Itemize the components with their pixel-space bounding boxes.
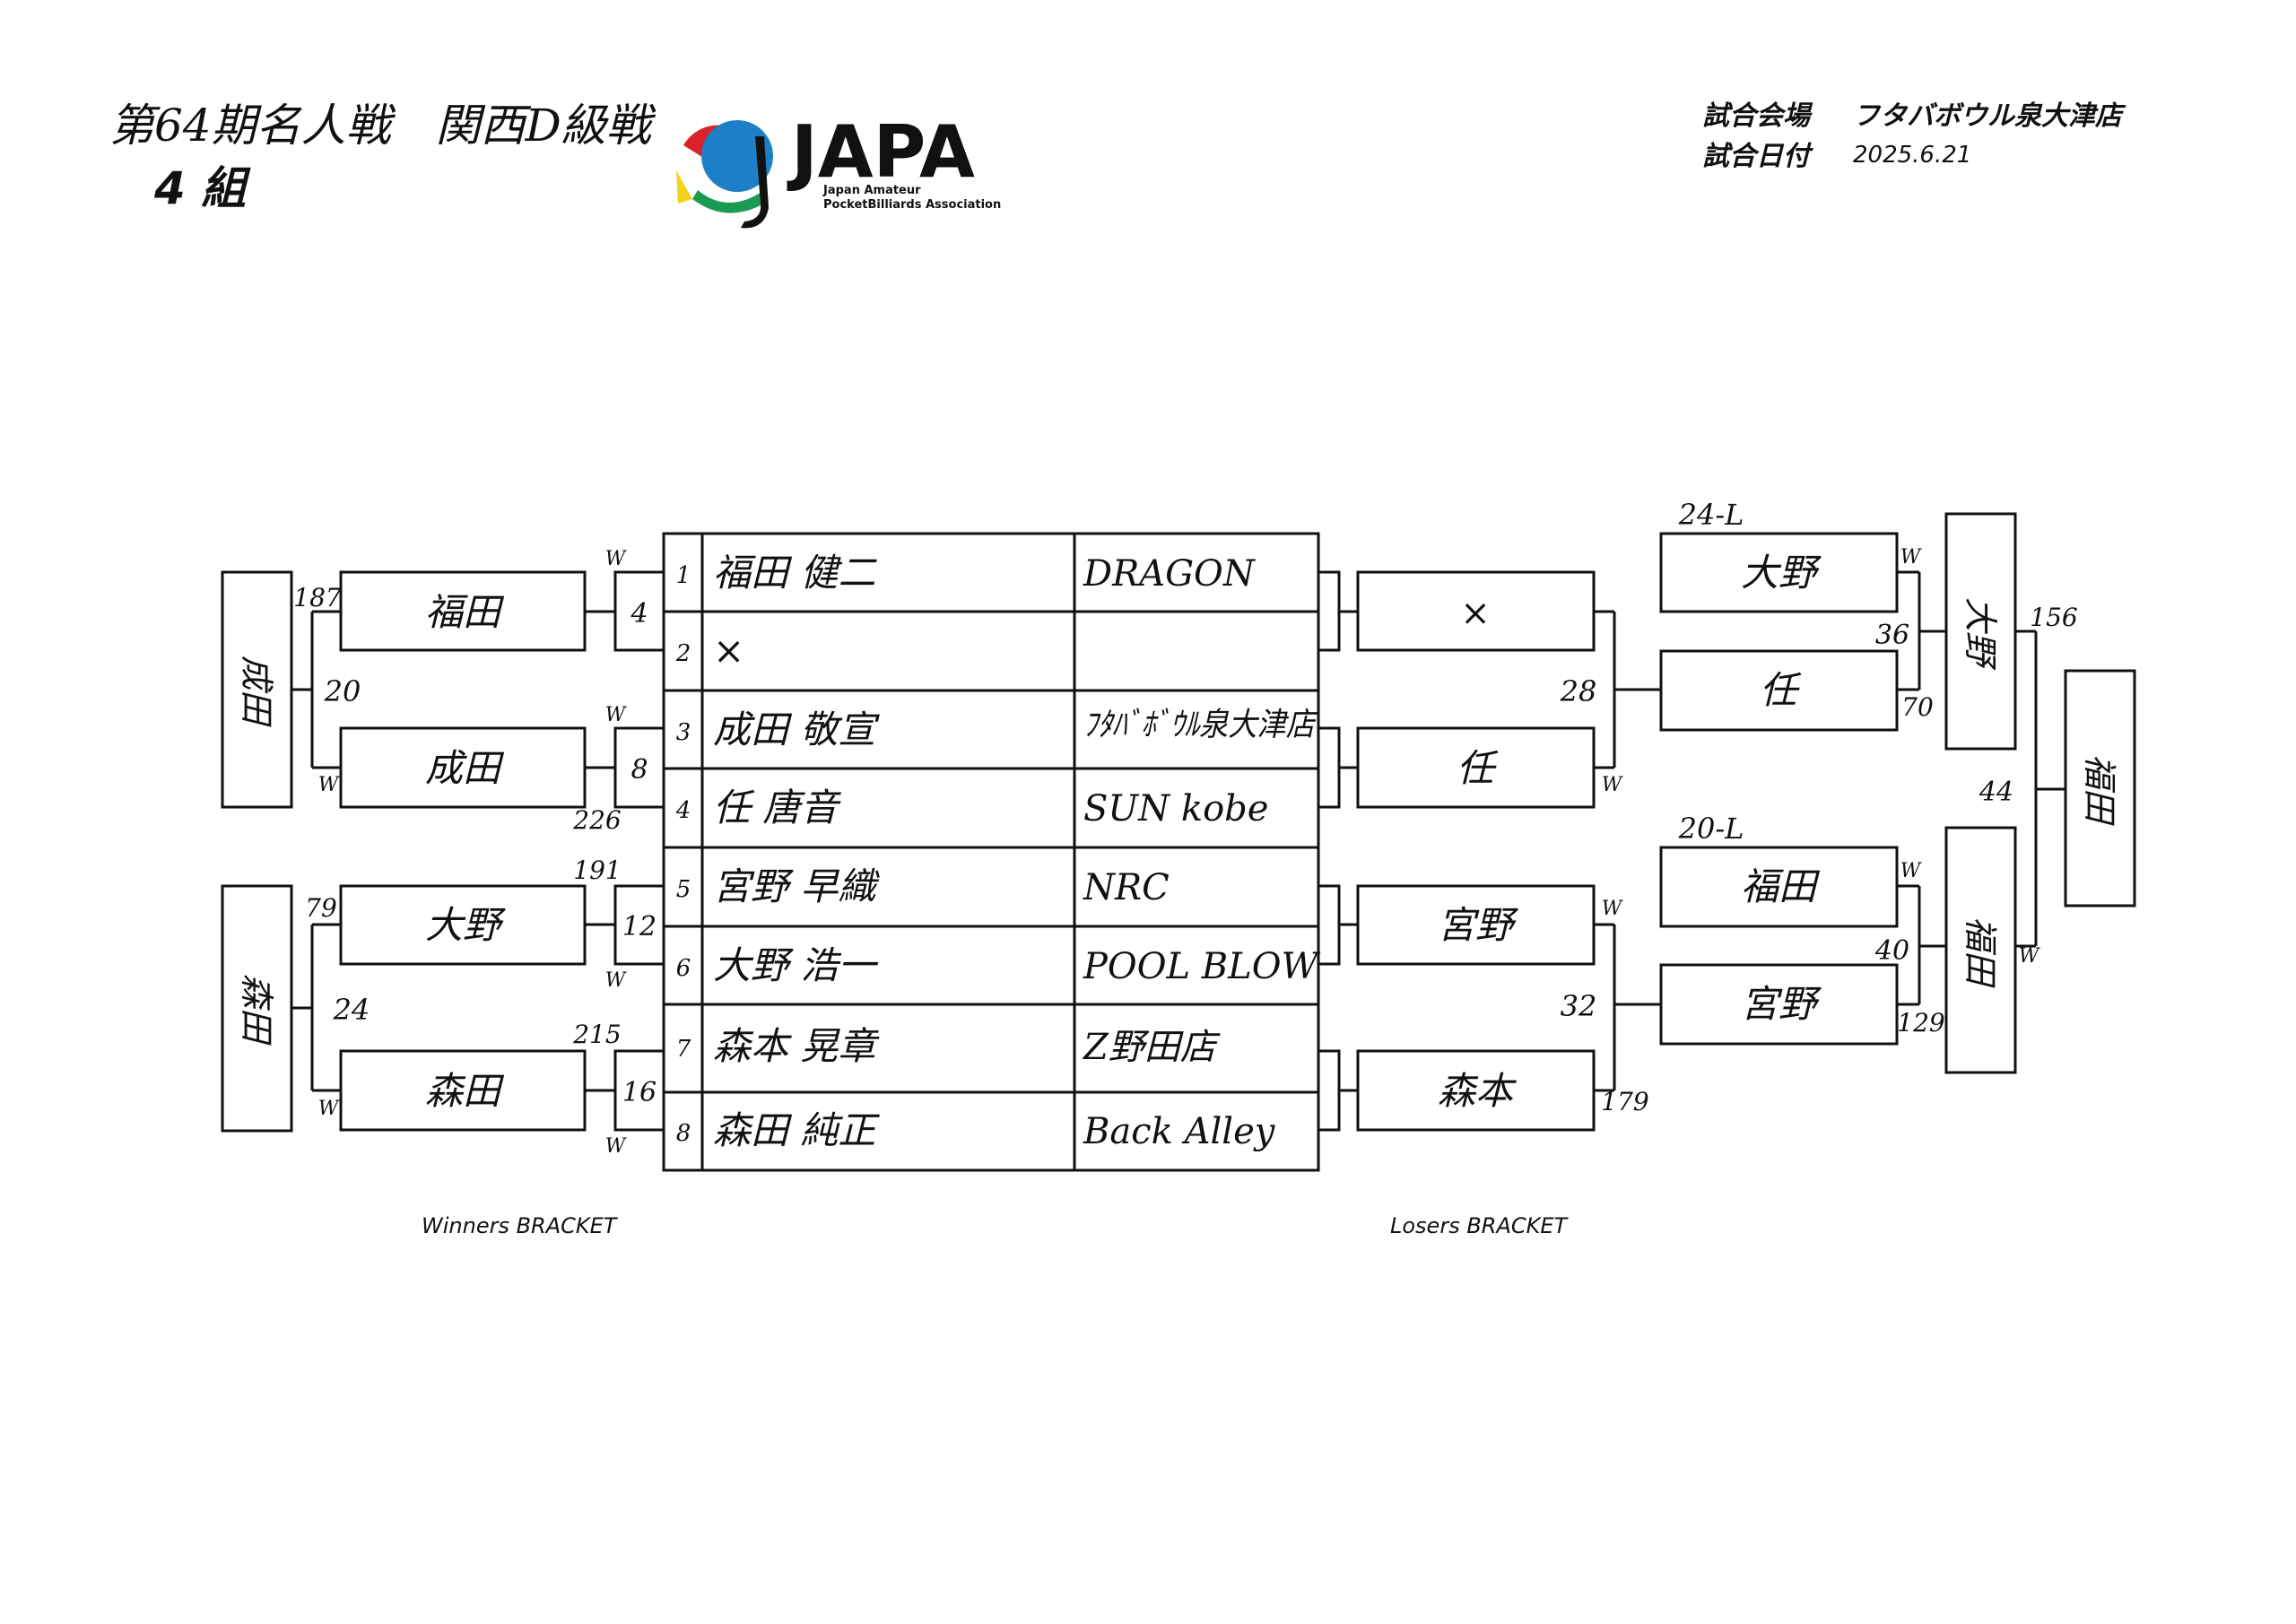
winner-name: 森田 <box>425 1069 505 1113</box>
team-name: Z野田店 <box>1082 1027 1221 1068</box>
player-name: 成田 敬宣 <box>713 708 880 751</box>
venue-label: 試合会場 <box>1702 100 1810 132</box>
japa-logo: JAPA Japan Amateur PocketBilliards Assoc… <box>676 110 1001 229</box>
player-name: 宮野 <box>1741 982 1822 1026</box>
match-ref: 191 <box>573 855 621 885</box>
match-ref: 179 <box>1601 1087 1648 1116</box>
match-ref: 70 <box>1901 692 1934 722</box>
match-number: 36 <box>1875 620 1909 651</box>
team-name: Back Alley <box>1083 1111 1276 1152</box>
match-number: 40 <box>1874 935 1909 967</box>
team-name: SUN kobe <box>1083 788 1268 829</box>
winner-name: 宮野 <box>1438 903 1519 947</box>
match-number: 44 <box>1979 777 2013 808</box>
venue-value: フタバボウル泉大津店 <box>1853 100 2122 132</box>
win-mark: W <box>605 969 628 992</box>
match-number: 4 <box>630 598 648 630</box>
entry-number: 3 <box>676 719 691 746</box>
winner-name: 任 <box>1457 746 1499 790</box>
entry-number: 6 <box>676 955 691 982</box>
team-name: POOL BLOW <box>1083 946 1321 987</box>
win-mark: W <box>318 1098 341 1120</box>
drop-label: 20-L <box>1678 812 1744 846</box>
winners-text: 福田 成田 大野 森田 4 8 12 16 W W W W 187 226 79… <box>237 548 657 1158</box>
win-mark: W <box>605 548 628 570</box>
win-mark: W <box>1602 898 1624 920</box>
final-winner-vertical: 福田 <box>2080 754 2119 826</box>
winner-name: 大野 <box>425 903 507 947</box>
entry-text: 1 2 3 4 5 6 7 8 福田 健二 × 成田 敬宣 任 唐音 宮野 早織… <box>675 551 1321 1152</box>
logo-sub1: Japan Amateur <box>822 184 921 197</box>
match-number: 28 <box>1560 674 1597 708</box>
entry-number: 2 <box>675 640 691 667</box>
win-mark: W <box>605 704 628 726</box>
winner-name: 成田 <box>425 746 505 790</box>
losers-bracket-lines <box>1317 512 2136 1132</box>
win-mark: W <box>1602 774 1624 796</box>
player-name: 大野 浩一 <box>713 943 878 987</box>
match-ref: 129 <box>1897 1008 1944 1038</box>
win-mark: W <box>318 774 341 796</box>
date-value: 2025.6.21 <box>1853 142 1972 169</box>
winner-name: × <box>1460 593 1491 634</box>
match-ref: 187 <box>293 583 342 612</box>
win-mark: W <box>1900 546 1923 569</box>
round-winner-vertical: 大野 <box>1961 597 2000 671</box>
player-name: 任 <box>1760 668 1802 712</box>
entry-number: 7 <box>676 1036 691 1063</box>
team-name: NRC <box>1083 867 1170 908</box>
entry-number: 8 <box>676 1120 691 1147</box>
player-name: 大野 <box>1741 551 1822 595</box>
round-winner-vertical: 成田 <box>237 656 276 727</box>
losers-text: × 任 宮野 森本 W W 28 32 179 24-L 20-L 大野 任 福… <box>1438 498 2119 1116</box>
player-name: 福田 <box>1741 864 1821 908</box>
match-number: 32 <box>1561 989 1597 1023</box>
match-number: 16 <box>622 1077 657 1108</box>
round-winner-vertical: 森田 <box>237 974 276 1046</box>
player-name: 任 唐音 <box>713 786 841 829</box>
match-number: 12 <box>622 911 657 942</box>
logo-mark-icon <box>676 120 773 229</box>
player-name: 森田 純正 <box>713 1108 880 1152</box>
win-mark: W <box>605 1135 628 1158</box>
match-number: 8 <box>631 754 648 786</box>
team-name: DRAGON <box>1083 553 1257 595</box>
drop-label: 24-L <box>1678 498 1744 532</box>
entry-table <box>662 532 1320 1172</box>
match-number: 24 <box>333 993 370 1027</box>
winners-bracket-label: Winners BRACKET <box>422 1213 617 1238</box>
logo-wordmark: JAPA <box>787 110 975 194</box>
team-name: ﾌﾀﾊﾞﾎﾞｳﾙ泉大津店 <box>1083 707 1318 743</box>
player-name: × <box>713 629 744 673</box>
page-title: 第64期名人戦 関西D級戦 <box>109 100 651 152</box>
group-label: 4 組 <box>154 162 247 214</box>
win-mark: W <box>1900 860 1923 882</box>
logo-sub2: PocketBilliards Association <box>823 198 1001 212</box>
winners-bracket-lines <box>221 570 665 1133</box>
player-name: 森本 晃章 <box>713 1024 880 1068</box>
entry-number: 5 <box>676 876 691 903</box>
player-name: 宮野 早織 <box>713 864 880 908</box>
winner-name: 福田 <box>425 590 505 634</box>
match-number: 20 <box>324 674 361 708</box>
date-label: 試合日付 <box>1702 141 1810 172</box>
player-name: 福田 健二 <box>713 551 877 595</box>
match-ref: 156 <box>2030 603 2077 632</box>
win-mark: W <box>2019 945 2041 968</box>
winner-name: 森本 <box>1438 1069 1517 1113</box>
entry-number: 4 <box>675 797 691 824</box>
match-ref: 79 <box>305 893 337 923</box>
losers-bracket-label: Losers BRACKET <box>1390 1213 1568 1238</box>
entry-number: 1 <box>676 562 691 589</box>
match-ref: 215 <box>572 1020 621 1049</box>
round-winner-vertical: 福田 <box>1961 916 2000 988</box>
match-ref: 226 <box>572 805 621 835</box>
